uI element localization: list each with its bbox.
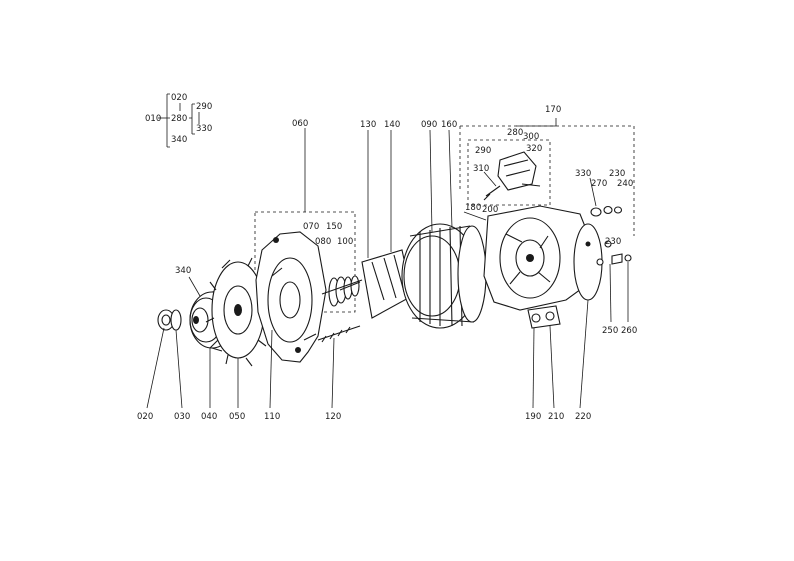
legend-root-label: 010 [145,114,161,124]
callout-260: 260 [621,326,637,336]
legend-right-brace [189,104,193,134]
rear-housing-part [483,205,593,311]
stator-part [401,223,487,329]
callout-210: 210 [548,412,564,422]
legend-right-bottom-label: 330 [196,124,212,134]
callout-230-upper: 230 [609,169,625,179]
callout-340: 340 [175,266,191,276]
bearing-stack-part [321,275,363,307]
diode-bridge-part [527,305,561,329]
callout-170: 170 [545,105,561,115]
callout-280: 280 [507,128,523,138]
callout-240: 240 [617,179,633,189]
washer-part [170,309,182,331]
regulator-group-box [460,125,635,236]
callout-labels: 020 030 040 050 110 120 340 060 070 080 … [137,105,637,422]
callout-070: 070 [303,222,319,232]
assembly-legend: 010 020 280 340 290 330 [145,93,212,148]
callout-100: 100 [337,237,353,247]
callout-220: 220 [575,412,591,422]
callout-080: 080 [315,237,331,247]
legend-middle-label: 280 [171,114,187,124]
callout-110: 110 [264,412,280,422]
drive-end-housing-part [255,231,327,363]
callout-050: 050 [229,412,245,422]
legend-top-label: 020 [171,93,187,103]
callout-310: 310 [473,164,489,174]
callout-040: 040 [201,412,217,422]
callout-180: 180 [465,203,481,213]
callout-030: 030 [174,412,190,422]
callout-320: 320 [526,144,542,154]
leader-lines [146,128,629,409]
callout-020: 020 [137,412,153,422]
callout-160: 160 [441,120,457,130]
callout-140: 140 [384,120,400,130]
brush-holder-box [467,139,551,206]
legend-bottom-label: 340 [171,135,187,145]
brush-holder-part [483,151,541,201]
legend-right-top-label: 290 [196,102,212,112]
callout-290: 290 [475,146,491,156]
callout-330: 330 [575,169,591,179]
callout-300: 300 [523,132,539,142]
callout-250: 250 [602,326,618,336]
callout-200: 200 [482,205,498,215]
terminal-hardware-part [590,205,632,266]
callout-230-lower: 230 [605,237,621,247]
callout-090: 090 [421,120,437,130]
callout-130: 130 [360,120,376,130]
callout-060: 060 [292,119,308,129]
callout-270: 270 [591,179,607,189]
callout-190: 190 [525,412,541,422]
callout-150: 150 [326,222,342,232]
callout-120: 120 [325,412,341,422]
